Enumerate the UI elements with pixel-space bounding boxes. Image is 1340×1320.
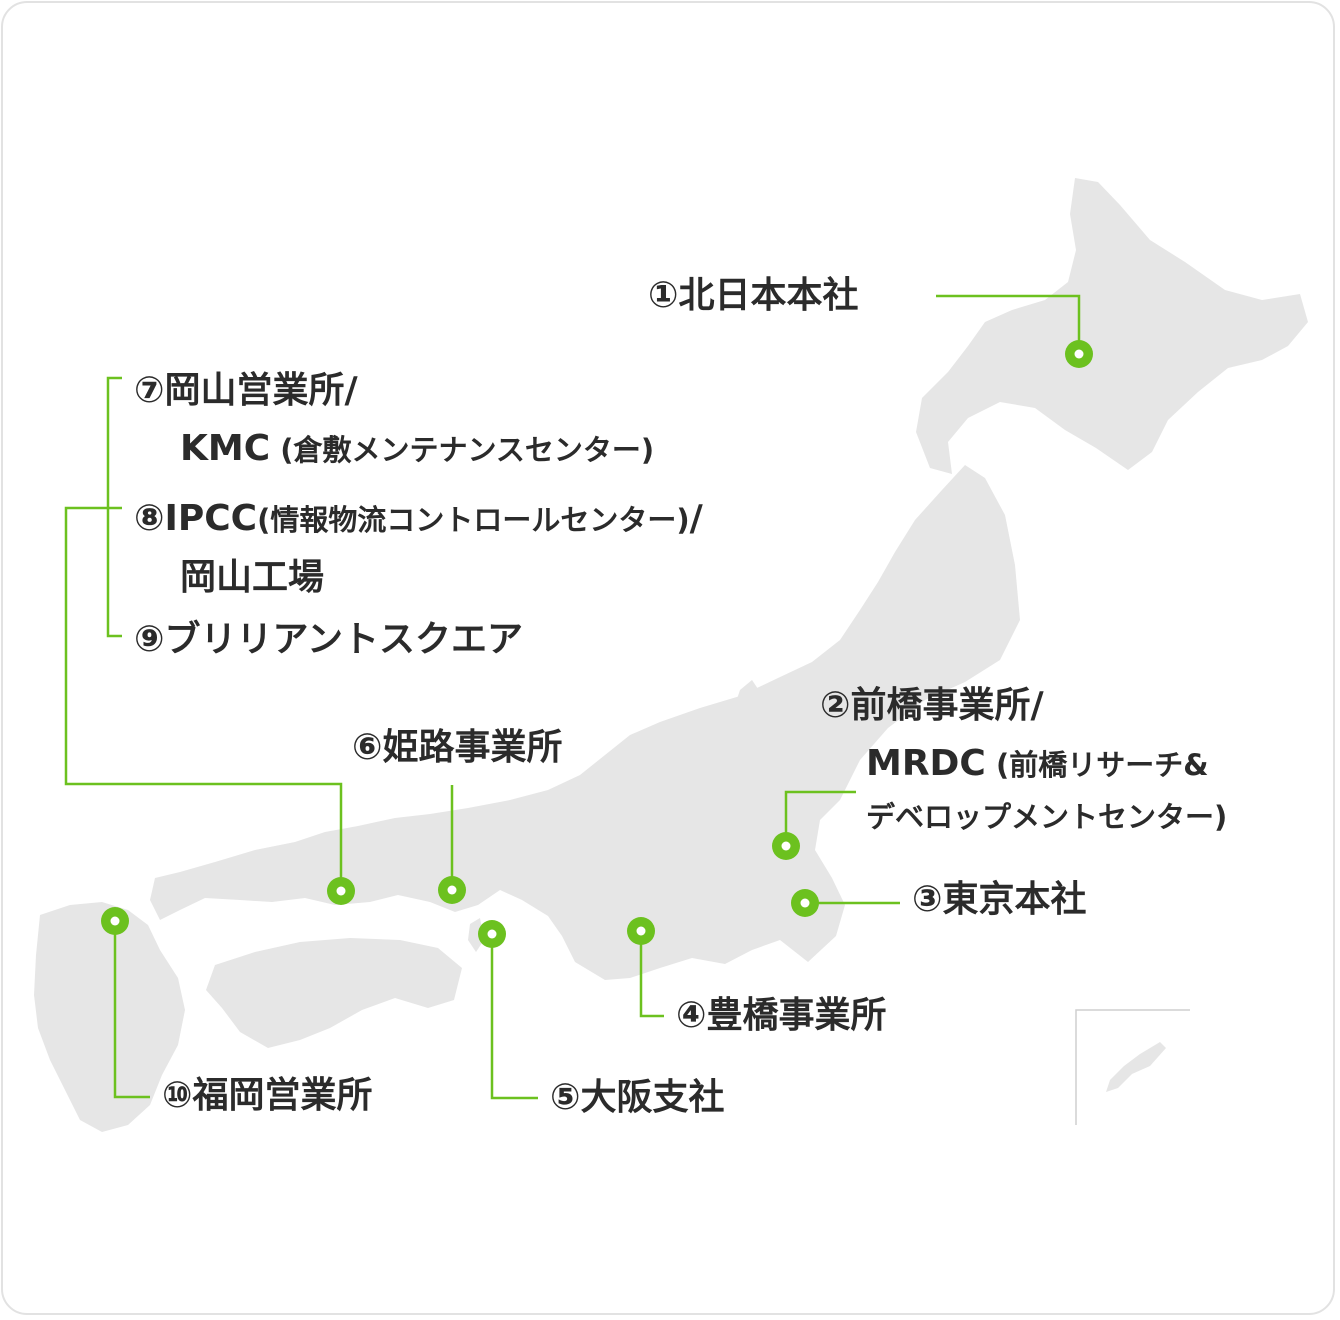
pin-5[interactable] xyxy=(478,920,506,948)
label-text: 豊橋事業所 xyxy=(706,995,887,1036)
okinawa-inset-frame xyxy=(1075,1009,1190,1125)
hokkaido-shape xyxy=(916,178,1308,474)
leader-line-2 xyxy=(784,790,856,846)
label-okayama-kmc[interactable]: ⑦岡山営業所/ KMC (倉敷メンテナンスセンター) xyxy=(134,362,654,479)
label-text-2: 岡山工場 xyxy=(180,557,325,598)
label-slash: / xyxy=(689,498,703,539)
label-number: ⑩ xyxy=(162,1075,193,1116)
leader-line-10 xyxy=(113,921,150,1099)
pin-4[interactable] xyxy=(627,917,655,945)
label-text: 北日本本社 xyxy=(678,275,859,316)
label-text: 前橋事業所/ xyxy=(850,685,1044,726)
leader-line-1 xyxy=(936,294,1081,354)
label-fukuoka[interactable]: ⑩福岡営業所 xyxy=(162,1078,373,1114)
label-toyohashi[interactable]: ④豊橋事業所 xyxy=(676,998,887,1034)
label-detail: (情報物流コントロールセンター) xyxy=(257,503,690,537)
label-number: ⑦ xyxy=(134,370,165,411)
pin-7-8-9[interactable] xyxy=(327,877,355,905)
label-number: ⑧ xyxy=(134,498,165,539)
label-detail: (倉敷メンテナンスセンター) xyxy=(270,433,655,467)
honshu-shape xyxy=(150,465,1020,980)
pin-1[interactable] xyxy=(1065,340,1093,368)
label-text: 大阪支社 xyxy=(580,1077,725,1118)
label-ipcc[interactable]: ⑧IPCC(情報物流コントロールセンター)/ 岡山工場 xyxy=(134,490,703,607)
label-tokyo-honsha[interactable]: ③東京本社 xyxy=(912,882,1087,918)
kyushu-shape xyxy=(34,902,185,1132)
label-abbr: IPCC xyxy=(164,498,258,539)
label-brilliant-square[interactable]: ⑨ブリリアントスクエア xyxy=(134,622,523,658)
label-detail: (前橋リサーチ& xyxy=(985,748,1209,782)
label-himeji[interactable]: ⑥姫路事業所 xyxy=(352,730,563,766)
pin-3[interactable] xyxy=(791,889,819,917)
label-number: ④ xyxy=(676,995,707,1036)
label-detail-2: デベロップメントセンター) xyxy=(866,800,1228,834)
label-text: 東京本社 xyxy=(942,879,1087,920)
label-abbr: MRDC xyxy=(866,743,986,784)
leader-line-4 xyxy=(639,931,664,1018)
label-number: ⑥ xyxy=(352,727,383,768)
label-kita-nihon-honsha[interactable]: ①北日本本社 xyxy=(648,278,859,314)
label-text: 姫路事業所 xyxy=(382,727,563,768)
label-number: ⑤ xyxy=(550,1077,581,1118)
label-text: ブリリアントスクエア xyxy=(164,619,524,660)
label-number: ③ xyxy=(912,879,943,920)
leader-line-5 xyxy=(490,934,538,1100)
label-text: 福岡営業所 xyxy=(192,1075,373,1116)
awaji-shape xyxy=(468,918,484,952)
label-number: ① xyxy=(648,275,679,316)
shikoku-shape xyxy=(206,938,462,1048)
label-abbr: KMC xyxy=(180,428,271,469)
leader-line-8 xyxy=(64,506,343,891)
pin-2[interactable] xyxy=(772,832,800,860)
label-number: ⑨ xyxy=(134,619,165,660)
label-text: 岡山営業所/ xyxy=(164,370,358,411)
label-maebashi[interactable]: ②前橋事業所/ MRDC (前橋リサーチ& デベロップメントセンター) xyxy=(820,678,1227,841)
okinawa-shape xyxy=(1106,1042,1166,1092)
pin-10[interactable] xyxy=(101,907,129,935)
label-number: ② xyxy=(820,685,851,726)
noto-shape xyxy=(734,680,764,726)
label-osaka[interactable]: ⑤大阪支社 xyxy=(550,1080,725,1116)
pin-6[interactable] xyxy=(438,876,466,904)
